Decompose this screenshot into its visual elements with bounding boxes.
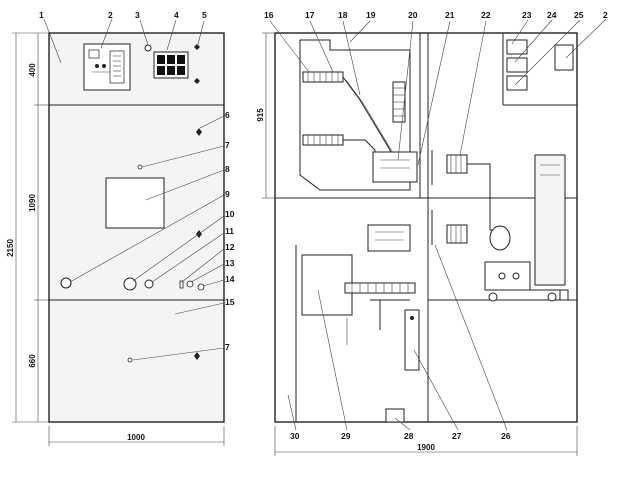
dim-side-width: 1900 xyxy=(417,443,435,452)
breaker-contacts-lower xyxy=(446,224,468,244)
callout-24: 24 xyxy=(547,10,557,20)
callout-10: 10 xyxy=(225,209,235,219)
door-handle-top xyxy=(194,44,200,50)
dim-compartment-height: 915 xyxy=(256,108,265,122)
insulator-bottom xyxy=(344,282,416,294)
callout-27: 27 xyxy=(452,431,462,441)
relay-box-side xyxy=(554,44,574,71)
front-view xyxy=(12,18,225,446)
callout-6: 6 xyxy=(225,110,230,120)
callout-23: 23 xyxy=(522,10,532,20)
breaker-mechanism xyxy=(534,154,566,286)
callout-labels: 1 2 3 4 5 6 7 8 9 10 11 12 13 14 15 7 16… xyxy=(39,10,608,441)
callout-15: 15 xyxy=(225,297,235,307)
callout-2-side: 2 xyxy=(603,10,608,20)
callout-1: 1 xyxy=(39,10,44,20)
callout-2: 2 xyxy=(108,10,113,20)
callout-8: 8 xyxy=(225,164,230,174)
callout-25: 25 xyxy=(574,10,584,20)
indicator-lamp xyxy=(144,44,152,52)
door-screw-lower xyxy=(127,357,133,363)
side-view xyxy=(262,18,607,456)
insulator-upper xyxy=(302,71,344,83)
front-bottom-panel xyxy=(48,299,225,423)
callout-12: 12 xyxy=(225,242,235,252)
callout-17: 17 xyxy=(305,10,315,20)
callout-5: 5 xyxy=(202,10,207,20)
callout-3: 3 xyxy=(135,10,140,20)
key-lock xyxy=(197,283,205,291)
operating-hole-right xyxy=(144,279,154,289)
door-handle-bottom xyxy=(194,352,200,360)
callout-30: 30 xyxy=(290,431,300,441)
dim-front-width: 1000 xyxy=(127,433,145,442)
callout-7-lower: 7 xyxy=(225,342,230,352)
front-top-panel xyxy=(48,32,225,106)
operating-hole-left xyxy=(60,277,72,289)
door-handle-top-lower xyxy=(194,78,200,84)
truck-wheel-left xyxy=(488,292,498,302)
vacuum-interrupter xyxy=(489,225,511,251)
door-screw xyxy=(137,164,143,170)
inspection-window xyxy=(105,177,165,229)
callout-14: 14 xyxy=(225,274,235,284)
callout-19: 19 xyxy=(366,10,376,20)
dim-bottom-section: 660 xyxy=(28,354,37,368)
callout-13: 13 xyxy=(225,258,235,268)
busbar-chamber xyxy=(299,39,411,191)
insulator-right xyxy=(392,81,406,123)
callout-16: 16 xyxy=(264,10,274,20)
truck-wheel-right xyxy=(547,292,557,302)
dim-top-section: 400 xyxy=(28,63,37,77)
callout-18: 18 xyxy=(338,10,348,20)
push-button xyxy=(186,280,194,288)
side-outline xyxy=(274,32,578,423)
dimension-labels: 2150 400 1090 660 1000 915 1900 xyxy=(6,63,435,452)
callout-21: 21 xyxy=(445,10,455,20)
callout-29: 29 xyxy=(341,431,351,441)
dim-middle-section: 1090 xyxy=(28,194,37,212)
current-transformer xyxy=(372,151,418,183)
base-fixture xyxy=(385,408,405,423)
callout-7-upper: 7 xyxy=(225,140,230,150)
door-handle-middle xyxy=(196,128,202,136)
breaker-truck xyxy=(484,261,531,291)
selector-switch xyxy=(179,280,184,289)
callout-22: 22 xyxy=(481,10,491,20)
insulator-lower xyxy=(302,134,344,146)
callout-26: 26 xyxy=(501,431,511,441)
callout-11: 11 xyxy=(225,226,234,236)
breaker-contacts-upper xyxy=(446,154,468,174)
callout-4: 4 xyxy=(174,10,179,20)
callout-28: 28 xyxy=(404,431,414,441)
dim-total-height: 2150 xyxy=(6,239,15,257)
callout-20: 20 xyxy=(408,10,418,20)
callout-9: 9 xyxy=(225,189,230,199)
earthing-switch xyxy=(404,309,420,371)
